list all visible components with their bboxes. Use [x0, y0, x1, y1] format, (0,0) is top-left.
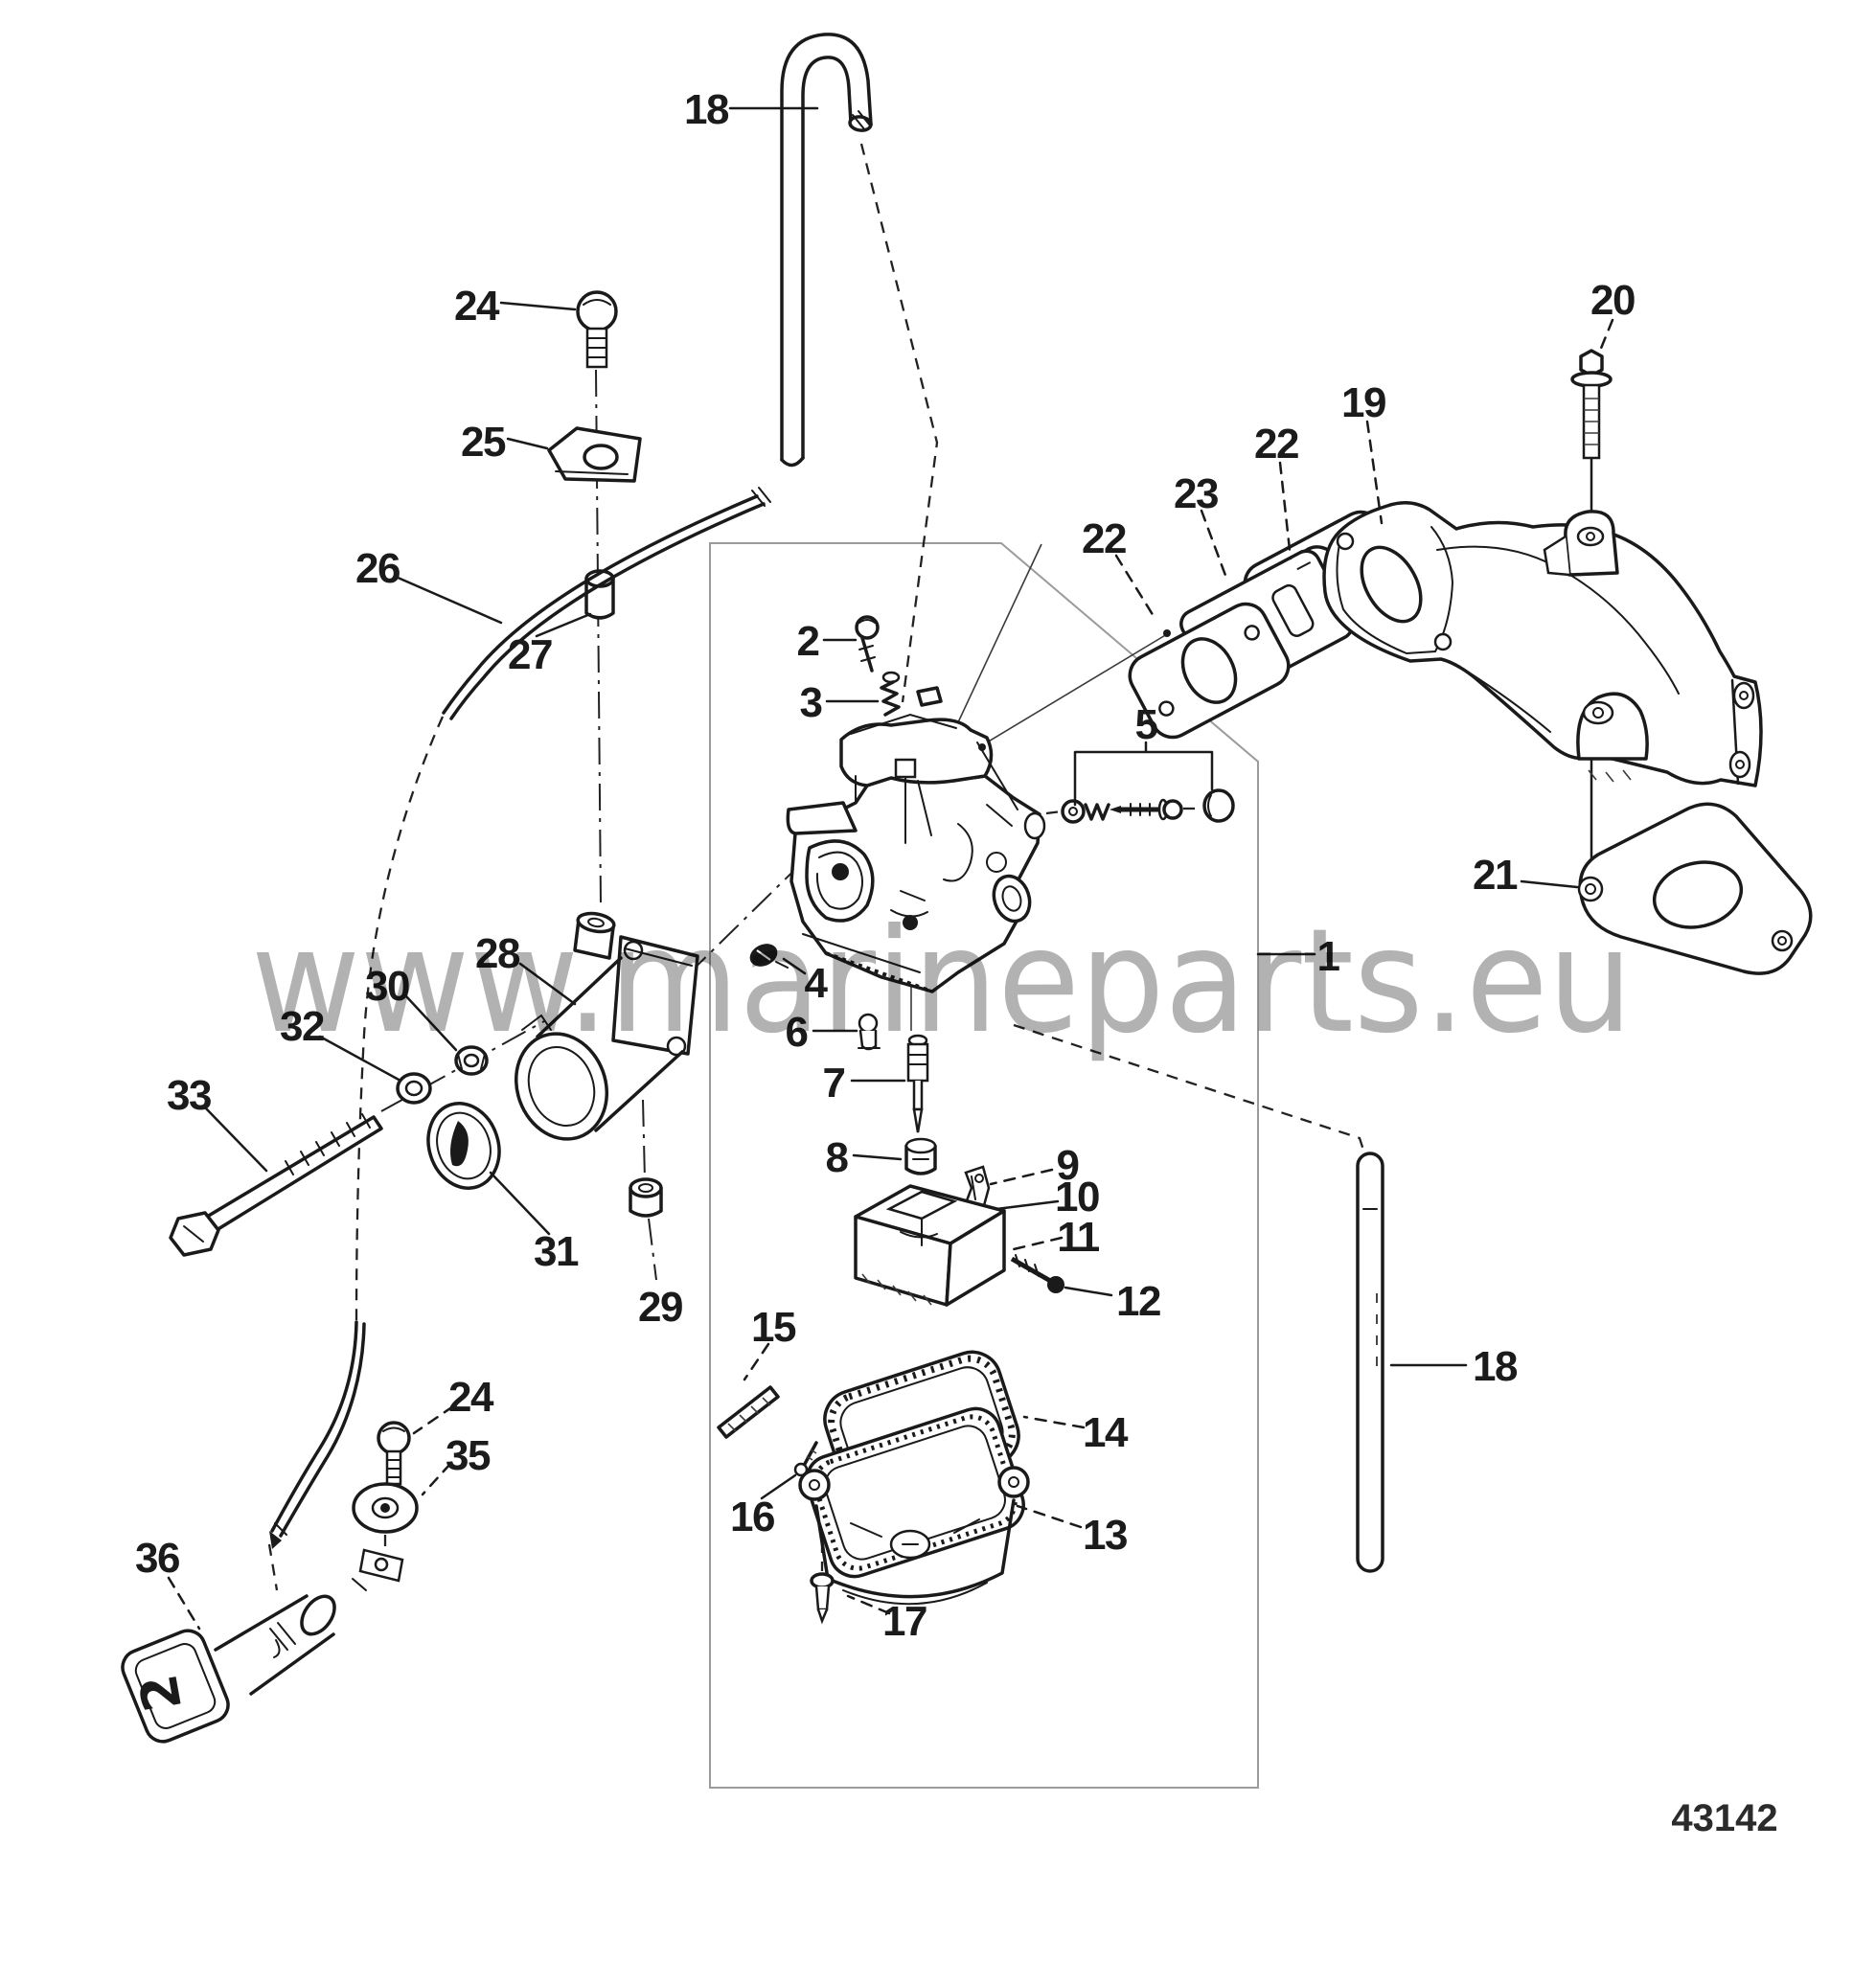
needle-valve-7	[906, 1034, 929, 1133]
callout-part-31: 31	[534, 1228, 579, 1275]
fuel-hose-right	[1356, 1152, 1384, 1573]
float-11	[854, 1184, 1006, 1307]
callout-part-1: 1	[1317, 933, 1340, 980]
intake-manifold-19	[1322, 501, 1763, 787]
manifold-gasket-21	[1577, 802, 1813, 975]
callout-part-14: 14	[1083, 1409, 1129, 1456]
callout-part-29: 29	[638, 1284, 682, 1331]
gasket-22-left	[1128, 602, 1291, 740]
bolt-33	[169, 1113, 383, 1257]
callout-part-9: 9	[1057, 1142, 1079, 1189]
nut-29	[629, 1177, 663, 1218]
carb-adapter-28	[514, 911, 699, 1141]
float-bowl-13	[798, 1406, 1030, 1606]
screw-24-bottom	[377, 1421, 411, 1486]
callout-part-23: 23	[1174, 470, 1218, 517]
plug-4	[749, 944, 789, 969]
choke-plate-31	[426, 1102, 501, 1190]
callout-part-4: 4	[805, 960, 829, 1007]
float-screw-12	[1010, 1254, 1064, 1293]
diagram-number: 43142	[1671, 1797, 1777, 1839]
screw-24-top	[576, 290, 618, 369]
callout-part-13: 13	[1083, 1512, 1127, 1559]
callout-part-27: 27	[508, 631, 552, 678]
throttle-cable-26	[269, 487, 771, 1549]
main-jet-8	[904, 1137, 937, 1175]
callout-part-33: 33	[167, 1072, 211, 1119]
spring-3	[880, 671, 901, 717]
callout-part-21: 21	[1473, 852, 1518, 899]
washer-32	[396, 1072, 432, 1105]
callout-part-26: 26	[355, 545, 400, 592]
screw-16	[793, 1441, 818, 1477]
callout-part-28: 28	[475, 930, 520, 977]
callout-part-35: 35	[446, 1432, 491, 1479]
callout-part-11: 11	[1057, 1214, 1100, 1261]
cable-clamp-25	[547, 426, 642, 483]
screw-2	[855, 615, 880, 673]
callout-part-7: 7	[823, 1060, 845, 1106]
callout-part-22-right: 22	[1254, 421, 1298, 468]
callout-part-6: 6	[786, 1009, 808, 1056]
callout-leader-lines	[167, 106, 1614, 1631]
callout-part-18-top: 18	[684, 86, 729, 133]
nut-30	[454, 1045, 489, 1076]
callout-part-30: 30	[365, 963, 409, 1010]
choke-link	[352, 1548, 404, 1591]
float-pin-15	[717, 1385, 780, 1439]
watermark-text: www.marineparts.eu	[251, 899, 1633, 1065]
callout-part-24-bottom: 24	[448, 1374, 494, 1421]
callout-part-10: 10	[1055, 1174, 1099, 1221]
detail-box-outline	[709, 542, 1259, 1789]
fuel-hose-top	[780, 33, 873, 468]
callout-part-8: 8	[826, 1134, 849, 1181]
callout-part-20: 20	[1590, 277, 1635, 324]
callout-part-22-left: 22	[1082, 515, 1126, 562]
pin-6	[858, 1013, 881, 1051]
callout-part-25: 25	[461, 419, 506, 466]
drain-screw-17	[810, 1572, 835, 1625]
callout-part-18-right: 18	[1473, 1343, 1518, 1390]
grommet-35	[352, 1482, 419, 1550]
pilot-screw-set-5	[1045, 788, 1235, 824]
callout-part-12: 12	[1116, 1278, 1160, 1325]
callout-part-17: 17	[882, 1598, 927, 1645]
callout-part-2: 2	[797, 618, 819, 665]
carburetor-body	[786, 686, 1046, 993]
callout-part-15: 15	[751, 1304, 796, 1351]
callout-part-32: 32	[280, 1003, 324, 1050]
bolt-20	[1570, 349, 1613, 460]
callout-part-3: 3	[800, 679, 822, 726]
callout-part-24-top: 24	[454, 283, 500, 330]
choke-knob-36: 2	[121, 1594, 336, 1744]
callout-part-5: 5	[1135, 701, 1158, 748]
callout-part-16: 16	[730, 1494, 774, 1540]
callout-part-36: 36	[135, 1535, 179, 1582]
callout-part-19: 19	[1341, 379, 1385, 426]
